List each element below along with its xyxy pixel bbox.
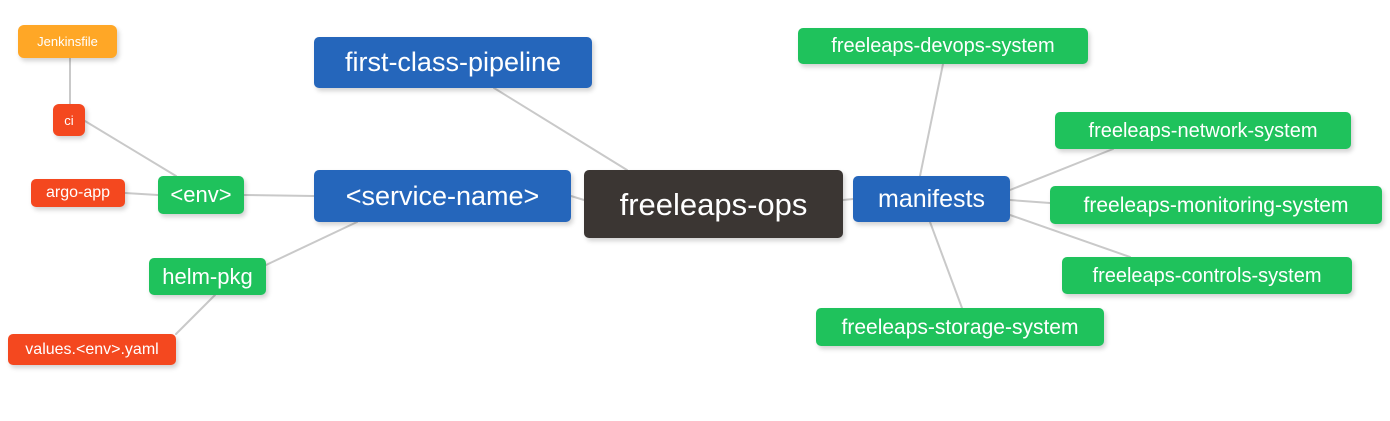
mindmap-edge-service-name-to-freeleaps-ops [570, 195, 585, 201]
mindmap-edge-argo-app-to-env [124, 192, 159, 196]
mindmap-node-label-env: <env> [170, 182, 232, 207]
mindmap-node-freeleaps-monitoring-system[interactable]: freeleaps-monitoring-system [1050, 186, 1382, 224]
mindmap-node-first-class-pipeline[interactable]: first-class-pipeline [314, 37, 592, 88]
mindmap-node-label-jenkinsfile: Jenkinsfile [37, 34, 98, 49]
mindmap-edge-freeleaps-ops-to-manifests [842, 198, 854, 201]
mindmap-edge-env-to-service-name [243, 194, 315, 197]
mindmap-node-helm-pkg[interactable]: helm-pkg [149, 258, 266, 295]
mindmap-node-ci[interactable]: ci [53, 104, 85, 136]
mindmap-edge-manifests-to-freeleaps-storage-system [929, 221, 963, 309]
mindmap-edge-manifests-to-freeleaps-network-system [1009, 148, 1114, 191]
mindmap-node-label-values-yaml: values.<env>.yaml [25, 340, 159, 358]
mindmap-edge-manifests-to-freeleaps-devops-system [919, 63, 944, 177]
mindmap-edge-helm-pkg-to-service-name [265, 221, 358, 266]
mindmap-node-label-argo-app: argo-app [45, 184, 111, 201]
mindmap-node-freeleaps-devops-system[interactable]: freeleaps-devops-system [798, 28, 1088, 64]
mindmap-node-label-freeleaps-devops-system: freeleaps-devops-system [831, 35, 1055, 57]
mindmap-edge-values-yaml-to-helm-pkg [175, 294, 216, 335]
mindmap-node-label-freeleaps-monitoring-system: freeleaps-monitoring-system [1083, 193, 1349, 217]
mindmap-node-freeleaps-ops[interactable]: freeleaps-ops [584, 170, 843, 238]
mindmap-node-service-name[interactable]: <service-name> [314, 170, 571, 222]
mindmap-node-values-yaml[interactable]: values.<env>.yaml [8, 334, 176, 365]
mindmap-node-argo-app[interactable]: argo-app [31, 179, 125, 207]
mindmap-node-label-freeleaps-storage-system: freeleaps-storage-system [841, 315, 1079, 339]
mindmap-edge-ci-to-env [84, 120, 177, 177]
mindmap-node-manifests[interactable]: manifests [853, 176, 1010, 222]
mindmap-node-jenkinsfile[interactable]: Jenkinsfile [18, 25, 117, 58]
mindmap-node-freeleaps-controls-system[interactable]: freeleaps-controls-system [1062, 257, 1352, 294]
mindmap-edge-manifests-to-freeleaps-monitoring-system [1009, 199, 1051, 204]
mindmap-node-label-ci: ci [64, 112, 74, 128]
mindmap-node-freeleaps-storage-system[interactable]: freeleaps-storage-system [816, 308, 1104, 346]
mindmap-node-label-freeleaps-network-system: freeleaps-network-system [1088, 119, 1318, 142]
mindmap-node-env[interactable]: <env> [158, 176, 244, 214]
mindmap-node-freeleaps-network-system[interactable]: freeleaps-network-system [1055, 112, 1351, 149]
mindmap-node-label-first-class-pipeline: first-class-pipeline [344, 47, 562, 77]
mindmap-node-label-freeleaps-ops: freeleaps-ops [619, 186, 808, 222]
mindmap-edge-first-class-pipeline-to-freeleaps-ops [493, 87, 628, 171]
mindmap-node-label-freeleaps-controls-system: freeleaps-controls-system [1092, 264, 1322, 287]
mindmap-node-label-helm-pkg: helm-pkg [162, 263, 253, 289]
mindmap-node-label-manifests: manifests [878, 184, 985, 213]
mindmap-node-label-service-name: <service-name> [345, 180, 540, 211]
